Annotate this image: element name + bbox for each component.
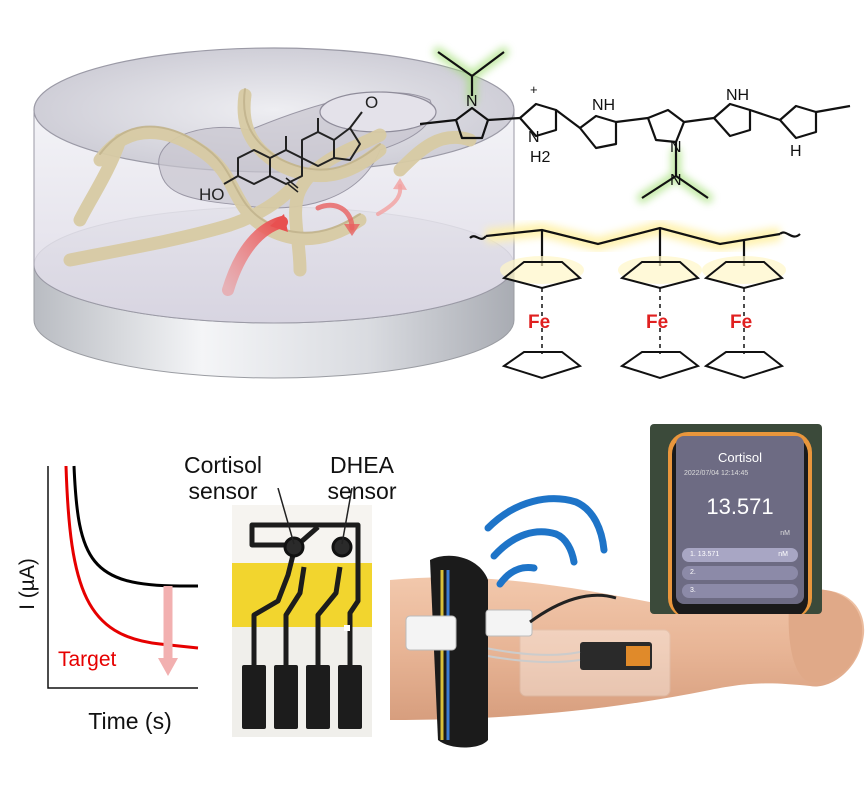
atom-n-4: N: [670, 172, 682, 189]
sensor-strip: [232, 505, 372, 737]
imprinted-polymer-illustration: HO O: [33, 47, 515, 379]
iron-label-1: Fe: [528, 312, 550, 333]
graph-xlabel: Time (s): [88, 708, 172, 734]
hydroxyl-label: HO: [199, 185, 225, 204]
phone-list-item[interactable]: 1. 13.571 nM: [682, 548, 798, 562]
ferrocene-units: [500, 256, 786, 380]
sensor-pointer-lines: [277, 488, 353, 545]
phone-reading: 13.571: [706, 494, 774, 519]
phone-list-index: 1.: [690, 551, 696, 558]
polymer-structure-diagram: N N + H2 NH N N NH H: [420, 47, 851, 380]
phone-list-item[interactable]: 3.: [682, 584, 798, 598]
graph-ylabel: I (µA): [16, 558, 39, 610]
atom-h2: H2: [530, 149, 551, 166]
iron-label-3: Fe: [730, 312, 752, 333]
cortisol-electrode: [283, 536, 305, 558]
polypyrrole-chain: [420, 51, 851, 199]
graph-target-label: Target: [58, 648, 117, 671]
wireless-module: [405, 615, 457, 651]
ketone-label: O: [365, 93, 378, 112]
phone-list-index: 3.: [690, 587, 696, 594]
wristband: [430, 555, 488, 748]
cortisol-sensor-label-line2: sensor: [188, 478, 258, 504]
dhea-electrode: [331, 536, 353, 558]
baseline-curve: [72, 465, 198, 588]
wireless-signal-icon: [484, 495, 608, 588]
phone-unit: nM: [780, 530, 790, 537]
dhea-sensor-label-line2: sensor: [327, 478, 397, 504]
signal-drop-arrow: [158, 658, 178, 676]
phone-timestamp: 2022/07/04 12:14:45: [684, 470, 749, 477]
current-time-graph: [47, 465, 199, 689]
phone-list-unit: nM: [778, 551, 788, 558]
phone-app-title: Cortisol: [717, 450, 763, 465]
steroid-structure: [223, 111, 363, 193]
cortisol-sensor-label-line1: Cortisol: [184, 452, 262, 478]
iron-label-2: Fe: [646, 312, 668, 333]
target-curve: [64, 465, 199, 650]
atom-nh-1: NH: [592, 97, 615, 114]
dhea-sensor-label-line1: DHEA: [330, 452, 394, 478]
phone-screen: Cortisol 2022/07/04 12:14:45 13.571 nM 1…: [676, 436, 804, 604]
phone-list-value: 13.571: [697, 551, 720, 558]
atom-plus: +: [530, 82, 538, 97]
atom-n-1: N: [466, 93, 478, 110]
atom-n-3: N: [670, 139, 682, 156]
atom-h: H: [790, 143, 802, 160]
atom-n-2: N: [528, 129, 540, 146]
phone-list-index: 2.: [690, 569, 696, 576]
phone-list-item[interactable]: 2.: [682, 566, 798, 580]
atom-nh-2: NH: [726, 87, 749, 104]
graph-axes: [47, 466, 198, 689]
